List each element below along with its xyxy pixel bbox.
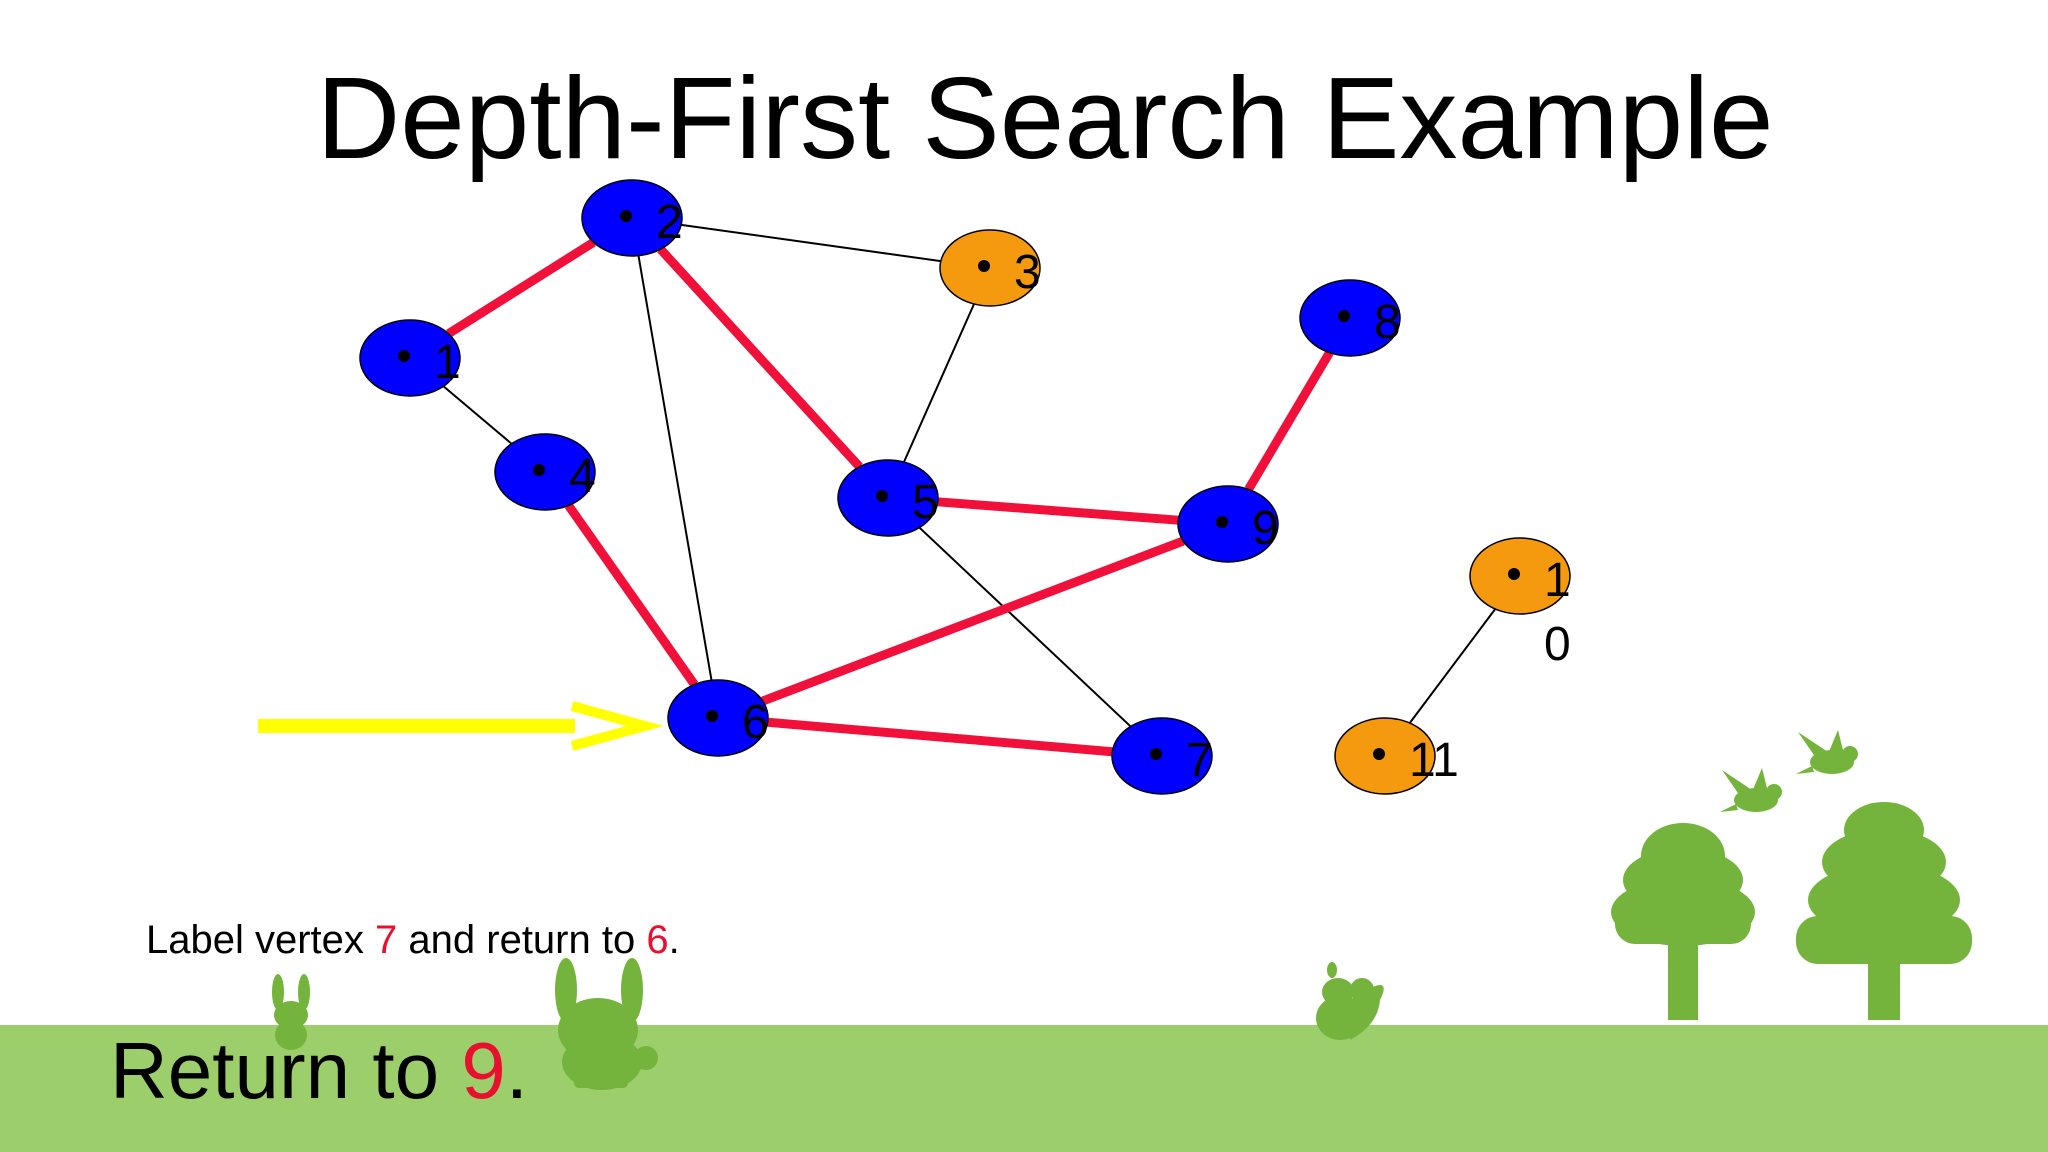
tree-icon <box>1796 802 1972 1020</box>
vertex-3-label: 3 <box>1014 246 1041 299</box>
slide-title: Depth-First Search Example <box>316 53 1774 183</box>
tree-edge-6-7 <box>767 717 1113 757</box>
edge-10-11 <box>1408 608 1497 724</box>
tree-edge-6-9 <box>761 536 1185 706</box>
tree-edge-4-6 <box>564 502 699 688</box>
step-caption-small: Label vertex 7 and return to 6. <box>146 918 680 963</box>
vertex-8-label: 8 <box>1374 296 1401 349</box>
vertex-3: 3 <box>939 229 1041 307</box>
tree-edge-5-9 <box>937 497 1179 525</box>
vertex-9-label: 9 <box>1252 502 1279 555</box>
vertex-6-label: 6 <box>742 696 769 749</box>
caption-text: . <box>505 1026 529 1115</box>
vertex-11-node <box>1334 717 1436 795</box>
vertex-2-dot <box>620 210 632 222</box>
vertex-1-label: 1 <box>434 336 461 389</box>
vertex-5-label: 5 <box>912 476 939 529</box>
vertex-1-node <box>359 319 461 397</box>
tree-edge-9-8 <box>1244 350 1334 492</box>
vertex-9-node <box>1177 485 1279 563</box>
caption-text: and return to <box>397 918 647 962</box>
vertex-10-label: 0 <box>1544 618 1571 671</box>
vertex-2-node <box>581 179 683 257</box>
vertex-8: 8 <box>1299 279 1401 357</box>
grass-ground <box>0 1025 2048 1152</box>
vertex-4-dot <box>533 464 545 476</box>
edge-5-7 <box>918 526 1132 728</box>
edge-1-4 <box>442 385 513 445</box>
vertex-1: 1 <box>359 319 461 397</box>
bird-icon <box>1796 730 1858 774</box>
decorations <box>272 730 1972 1090</box>
rabbit-small-icon <box>272 974 310 1050</box>
caption-vertex: 9 <box>461 1026 506 1115</box>
vertex-2-label: 2 <box>656 196 683 249</box>
caption-text: . <box>668 918 680 962</box>
vertex-7-dot <box>1150 748 1162 760</box>
vertex-5-dot <box>876 490 888 502</box>
vertex-4-node <box>494 433 596 511</box>
vertex-8-node <box>1299 279 1401 357</box>
vertex-2: 2 <box>581 179 683 257</box>
squirrel-icon <box>1316 962 1384 1040</box>
vertex-1-dot <box>398 350 410 362</box>
edge-3-5 <box>903 303 975 463</box>
vertex-10-node <box>1469 537 1571 615</box>
vertex-9: 9 <box>1177 485 1279 563</box>
vertex-4-label: 4 <box>569 450 596 503</box>
caption-vertex: 7 <box>375 918 398 962</box>
vertex-8-dot <box>1338 310 1350 322</box>
rabbit-large-icon <box>555 958 658 1090</box>
current-vertex-arrow <box>258 701 664 751</box>
vertex-3-dot <box>978 260 990 272</box>
caption-text: Label vertex <box>146 918 376 962</box>
tree-icon <box>1611 823 1755 1020</box>
vertex-7-label: 7 <box>1186 734 1213 787</box>
edge-2-3 <box>681 223 941 263</box>
vertex-11-label: 11 <box>1409 734 1459 787</box>
step-caption-big: Return to 9. <box>110 1025 528 1117</box>
vertex-11: 11 <box>1334 717 1459 795</box>
vertex-9-dot <box>1216 516 1228 528</box>
vertex-6-node <box>667 679 769 757</box>
vertex-5-node <box>837 459 939 537</box>
vertex-6-dot <box>706 710 718 722</box>
vertex-7: 7 <box>1111 717 1213 795</box>
vertex-11-dot <box>1373 748 1385 760</box>
caption-vertex: 6 <box>646 918 669 962</box>
vertex-7-node <box>1111 717 1213 795</box>
edge-2-6 <box>637 255 713 681</box>
vertex-3-node <box>939 229 1041 307</box>
vertex-5: 5 <box>837 459 939 537</box>
vertex-4: 4 <box>494 433 596 511</box>
vertex-10: 10 <box>1469 537 1571 671</box>
tree-edge-1-2 <box>446 238 596 338</box>
caption-text: Return to <box>110 1026 462 1115</box>
vertex-10-label: 1 <box>1544 554 1571 607</box>
bird-icon <box>1720 768 1782 812</box>
tree-edge-2-5 <box>657 246 863 470</box>
vertex-10-dot <box>1508 568 1520 580</box>
vertex-6: 6 <box>667 679 769 757</box>
